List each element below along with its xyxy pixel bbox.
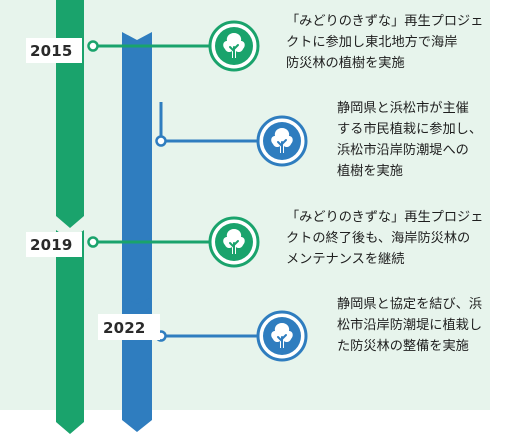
year-label-2022: 2022 [103, 319, 146, 337]
event-text-2015: 「みどりのきずな」再生プロジェ クトに参加し東北地方で海岸 防災林の植樹を実施 [286, 14, 484, 71]
connector-blue-1 [155, 102, 258, 147]
year-label-2015: 2015 [30, 42, 73, 60]
event-text-2022: 静岡県と協定を結び、浜 松市沿岸防潮堤に植栽し た防災林の整備を実施 [337, 297, 483, 354]
year-label-2019: 2019 [30, 236, 73, 254]
tree-icon [256, 115, 308, 167]
tree-icon [208, 216, 260, 268]
connector-2022 [155, 330, 258, 342]
year-flag-2019 [26, 232, 82, 257]
connector-2019 [87, 236, 210, 248]
tree-icon [256, 310, 308, 362]
green-bar-segment-1 [56, 0, 84, 228]
event-text-2019: 「みどりのきずな」再生プロジェ クトの終了後も、海岸防災林の メンテナンスを継続 [286, 210, 484, 267]
tree-icon [208, 20, 260, 72]
green-bar-segment-2 [56, 230, 84, 434]
connector-2015 [87, 40, 210, 52]
event-text-blue-1: 静岡県と浜松市が主催 する市民植栽に参加し、 浜松市沿岸防潮堤への 植樹を実施 [337, 101, 483, 179]
year-flag-2015 [26, 38, 82, 63]
year-flag-2022 [98, 314, 160, 340]
